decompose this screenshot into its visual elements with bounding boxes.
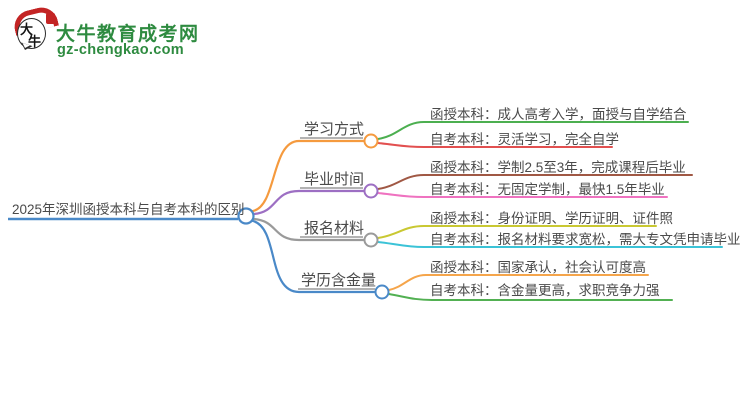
leaf-line-hanshou-study <box>377 121 689 140</box>
leaf-topic-hanshou-value: 函授本科：国家承认，社会认可度高 <box>430 260 646 275</box>
branch-line-graduation-time <box>252 189 366 216</box>
branch-topic-graduation-time: 毕业时间 <box>304 171 365 188</box>
logo-char-da: 大 <box>20 23 34 38</box>
logo-speech-bubble: 大 牛 <box>17 18 46 50</box>
branch-topic-application-materials: 报名材料 <box>304 220 365 237</box>
leaf-topic-zikao-study: 自考本科：灵活学习，完全自学 <box>430 132 619 147</box>
leaf-topic-hanshou-materials: 函授本科：身份证明、学历证明、证件照 <box>430 211 673 226</box>
leaf-topic-hanshou-study: 函授本科：成人高考入学，面授与自学结合 <box>430 107 687 122</box>
leaf-topic-hanshou-graduation: 函授本科：学制2.5至3年，完成课程后毕业 <box>430 160 686 175</box>
root-topic: 2025年深圳函授本科与自考本科的区别 <box>12 202 245 217</box>
leaf-line-hanshou-materials <box>377 225 657 239</box>
node-circle-application-materials <box>363 232 379 248</box>
leaf-line-zikao-materials <box>377 241 723 248</box>
site-logo[interactable]: 大 牛 大牛教育成考网 gz-chengkao.com <box>0 0 250 72</box>
leaf-topic-zikao-materials: 自考本科：报名材料要求宽松，需大专文凭申请毕业 <box>430 232 741 247</box>
leaf-line-hanshou-graduation <box>377 174 693 190</box>
branch-line-degree-value <box>251 219 377 294</box>
site-name: 大牛教育成考网 <box>56 24 200 45</box>
leaf-line-zikao-value <box>388 293 673 301</box>
branch-line-study-method <box>251 139 366 213</box>
logo-char-niu: 牛 <box>28 35 42 50</box>
daniu-bull-logo-icon: 大 牛 <box>10 4 62 62</box>
root-node-circle <box>237 207 255 225</box>
branch-topic-degree-value: 学历含金量 <box>301 272 377 289</box>
node-circle-degree-value <box>374 284 390 300</box>
node-circle-study-method <box>363 133 379 149</box>
branch-topic-study-method: 学习方式 <box>304 121 365 138</box>
leaf-topic-zikao-graduation: 自考本科：无固定学制，最快1.5年毕业 <box>430 182 665 197</box>
node-circle-graduation-time <box>363 183 379 199</box>
leaf-line-zikao-graduation <box>377 192 668 198</box>
logo-red-seal <box>46 13 55 24</box>
leaf-line-zikao-study <box>377 142 613 148</box>
leaf-line-hanshou-value <box>388 274 649 291</box>
branch-line-application-materials <box>252 217 366 242</box>
leaf-topic-zikao-value: 自考本科：含金量更高，求职竞争力强 <box>430 283 660 298</box>
site-domain: gz-chengkao.com <box>57 42 184 58</box>
